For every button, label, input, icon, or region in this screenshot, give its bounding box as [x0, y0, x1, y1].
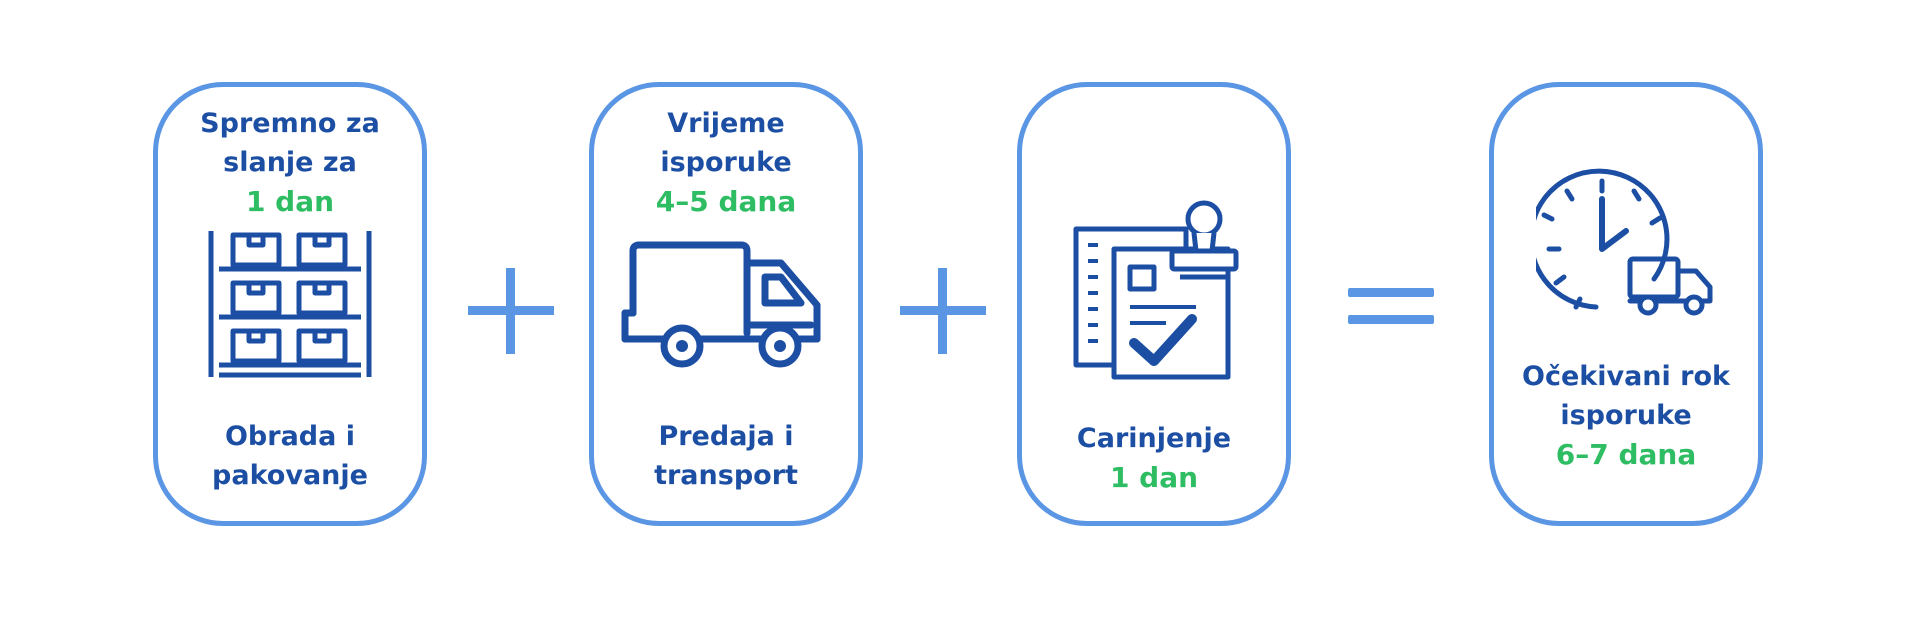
- equals-icon: [1348, 286, 1434, 330]
- card-caption-line: Očekivani rok: [1522, 361, 1730, 392]
- card-caption-line: isporuke: [1560, 400, 1692, 431]
- card-heading-line: Vrijeme: [667, 108, 785, 139]
- card-heading-line: slanje za: [223, 147, 357, 178]
- card-caption-line: Obrada i: [224, 421, 356, 452]
- card-caption: Carinjenje 1 dan: [1022, 419, 1286, 497]
- warehouse-shelf-icon: [158, 229, 422, 379]
- card-heading-line: isporuke: [660, 147, 792, 178]
- customs-stamp-document-icon: [1022, 183, 1286, 383]
- card-heading: Vrijeme isporuke 4–5 dana: [594, 104, 858, 221]
- card-duration: 4–5 dana: [655, 185, 797, 218]
- step-card-processing: Spremno za slanje za 1 dan: [153, 82, 427, 526]
- plus-icon: [900, 268, 986, 358]
- card-heading-line: Spremno za: [200, 108, 380, 139]
- card-duration: 1 dan: [245, 185, 335, 218]
- card-caption-line: transport: [654, 460, 798, 491]
- step-card-customs: Carinjenje 1 dan: [1017, 82, 1291, 526]
- card-caption-line: Carinjenje: [1076, 423, 1232, 454]
- card-heading: Spremno za slanje za 1 dan: [158, 104, 422, 221]
- card-caption-line: Predaja i: [658, 421, 794, 452]
- card-duration: 6–7 dana: [1555, 438, 1697, 471]
- card-caption: Predaja i transport: [594, 417, 858, 495]
- step-card-expected-delivery: Očekivani rok isporuke 6–7 dana: [1489, 82, 1763, 526]
- clock-delivery-truck-icon: [1494, 167, 1758, 327]
- card-caption-line: pakovanje: [212, 460, 368, 491]
- card-caption: Očekivani rok isporuke 6–7 dana: [1494, 357, 1758, 474]
- card-duration: 1 dan: [1109, 461, 1199, 494]
- card-caption: Obrada i pakovanje: [158, 417, 422, 495]
- step-card-transport: Vrijeme isporuke 4–5 dana: [589, 82, 863, 526]
- plus-icon: [468, 268, 554, 358]
- truck-icon: [594, 241, 858, 371]
